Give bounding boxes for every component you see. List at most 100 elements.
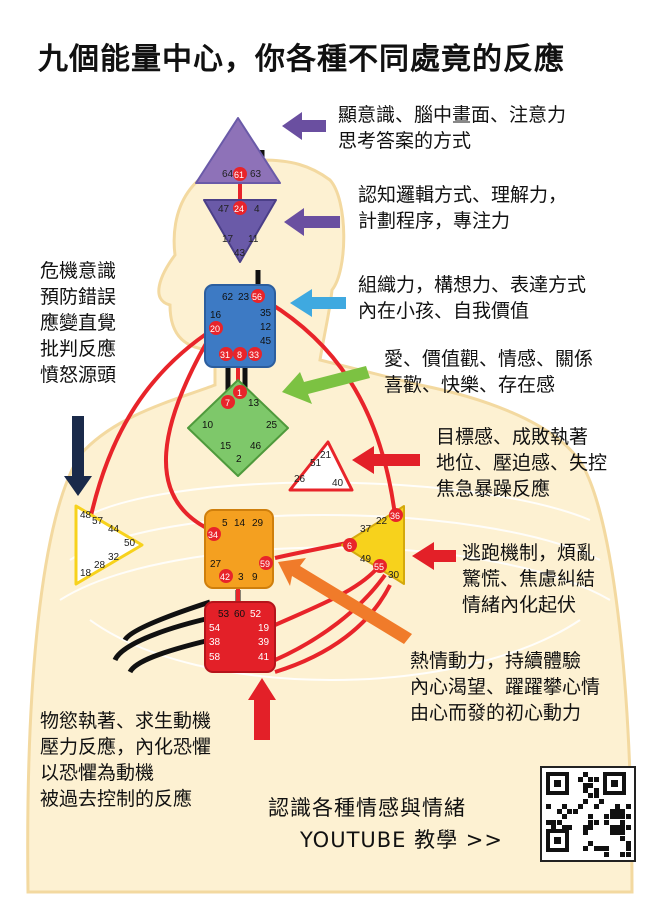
heart-gate-26: 26 (294, 474, 306, 485)
qr-finder (603, 772, 626, 795)
qr-module (620, 809, 626, 815)
qr-module (551, 819, 557, 825)
sacral-arrow (278, 558, 412, 644)
ajna-arrow (284, 208, 340, 236)
qr-module (604, 814, 610, 820)
qr-module (614, 803, 620, 809)
g-gate-10: 10 (202, 420, 214, 431)
youtube-promo-link[interactable]: YOUTUBE 教學 >> (300, 828, 503, 852)
qr-module (609, 830, 615, 836)
root-gate-58: 58 (209, 652, 221, 663)
qr-module (567, 825, 573, 830)
head-gate-61-marker (233, 167, 247, 181)
spleen-note-line: 憤怒源頭 (40, 364, 117, 386)
qr-module (556, 819, 562, 825)
spleen-gate-18: 18 (80, 568, 92, 579)
g-gate-15: 15 (220, 441, 232, 452)
root-note-line: 物慾執著、求生動機 (40, 710, 212, 732)
sacral-gate-14: 14 (234, 518, 246, 529)
ajna-gate-24-marker (233, 201, 247, 215)
ajna-gate-4: 4 (254, 204, 260, 215)
qr-module (588, 819, 594, 825)
qr-module (583, 798, 589, 804)
qr-module (593, 846, 599, 852)
g-gate-7-marker (221, 395, 235, 409)
spleen-note-line: 批判反應 (40, 338, 117, 360)
qr-module (546, 803, 551, 809)
throat-note-line: 組織力，構想力、表達方式 (358, 274, 587, 296)
solar-note: 逃跑機制，煩亂 驚慌、焦慮糾結 情緒內化起伏 (462, 540, 595, 618)
g-note-line: 喜歡、快樂、存在感 (384, 374, 556, 396)
ajna-note: 認知邏輯方式、理解力， 計劃程序，專注力 (358, 182, 567, 234)
qr-module (620, 825, 626, 830)
qr-module (625, 825, 631, 830)
sacral-gate-9: 9 (252, 572, 258, 583)
g-gate-13: 13 (248, 398, 260, 409)
spleen-note: 危機意識 預防錯誤 應變直覺 批判反應 憤怒源頭 (40, 258, 116, 388)
qr-module (625, 803, 631, 809)
qr-module (593, 777, 599, 783)
qr-module (561, 814, 567, 820)
sacral-note: 熱情動力，持續體驗 內心渴望、躍躍攀心情 由心而發的初心動力 (410, 648, 600, 726)
root-gate-60: 60 (234, 609, 246, 620)
solar-gate-30: 30 (388, 570, 400, 581)
root-gate-54: 54 (209, 623, 221, 634)
qr-module (572, 809, 578, 815)
solar-gate-6: 6 (347, 541, 352, 551)
qr-module (625, 814, 631, 820)
heart-center: 21 51 26 40 (288, 440, 354, 492)
root-note-line: 壓力反應，內化恐懼 (40, 736, 212, 758)
ajna-gate-47: 47 (218, 204, 230, 215)
heart-note: 目標感、成敗執著 地位、壓迫感、失控 焦急暴躁反應 (436, 424, 607, 502)
throat-note-line: 內在小孩、自我價值 (358, 300, 530, 322)
qr-module (556, 809, 562, 815)
qr-module (551, 825, 557, 830)
root-note-line: 以恐懼為動機 (40, 762, 155, 784)
throat-center: 62 23 56 16 35 12 20 45 31 8 33 (204, 284, 276, 368)
heart-note-line: 目標感、成敗執著 (436, 426, 589, 448)
throat-gate-20-marker (209, 321, 223, 335)
sacral-gate-29: 29 (252, 518, 264, 529)
root-gate-39: 39 (258, 637, 270, 648)
red-channels (88, 183, 397, 674)
qr-module (604, 851, 610, 857)
qr-code[interactable] (540, 766, 636, 862)
heart-arrow (352, 446, 420, 474)
throat-gate-31: 31 (220, 350, 230, 360)
qr-module (561, 825, 567, 830)
qr-module (614, 825, 620, 830)
qr-module (593, 803, 599, 809)
sacral-gate-42-marker (219, 569, 233, 583)
g-note-line: 愛、價值觀、情感、關係 (384, 348, 594, 370)
spleen-gate-48: 48 (80, 510, 92, 521)
qr-module (620, 819, 626, 825)
throat-gate-8: 8 (237, 350, 242, 360)
qr-module (561, 803, 567, 809)
sacral-gate-5: 5 (222, 518, 228, 529)
spleen-gate-28: 28 (94, 560, 106, 571)
throat-arrow (290, 289, 346, 317)
qr-module (620, 835, 626, 841)
solar-gate-36-marker (389, 508, 403, 522)
throat-gate-33: 33 (249, 350, 259, 360)
root-note-line: 被過去控制的反應 (40, 788, 193, 810)
head-gate-63: 63 (250, 169, 262, 180)
solar-note-line: 驚慌、焦慮糾結 (462, 568, 596, 590)
throat-gate-23: 23 (238, 292, 250, 303)
solar-arrow (412, 542, 456, 570)
solar-note-line: 逃跑機制，煩亂 (462, 542, 596, 564)
g-arrow (282, 366, 370, 404)
throat-gate-62: 62 (222, 292, 234, 303)
qr-module (620, 814, 626, 820)
solar-plexus-center: 36 22 37 6 49 55 30 (341, 505, 405, 585)
qr-module (604, 819, 610, 825)
root-gate-38: 38 (209, 637, 221, 648)
head-gate-61: 61 (234, 170, 244, 180)
sacral-note-line: 熱情動力，持續體驗 (410, 650, 582, 672)
root-note: 物慾執著、求生動機 壓力反應，內化恐懼 以恐懼為動機 被過去控制的反應 (40, 708, 211, 812)
qr-module (577, 777, 583, 783)
ajna-gate-43: 43 (234, 248, 246, 259)
spleen-gate-57: 57 (92, 516, 104, 527)
qr-module (614, 809, 620, 815)
throat-gate-56-marker (251, 289, 265, 303)
